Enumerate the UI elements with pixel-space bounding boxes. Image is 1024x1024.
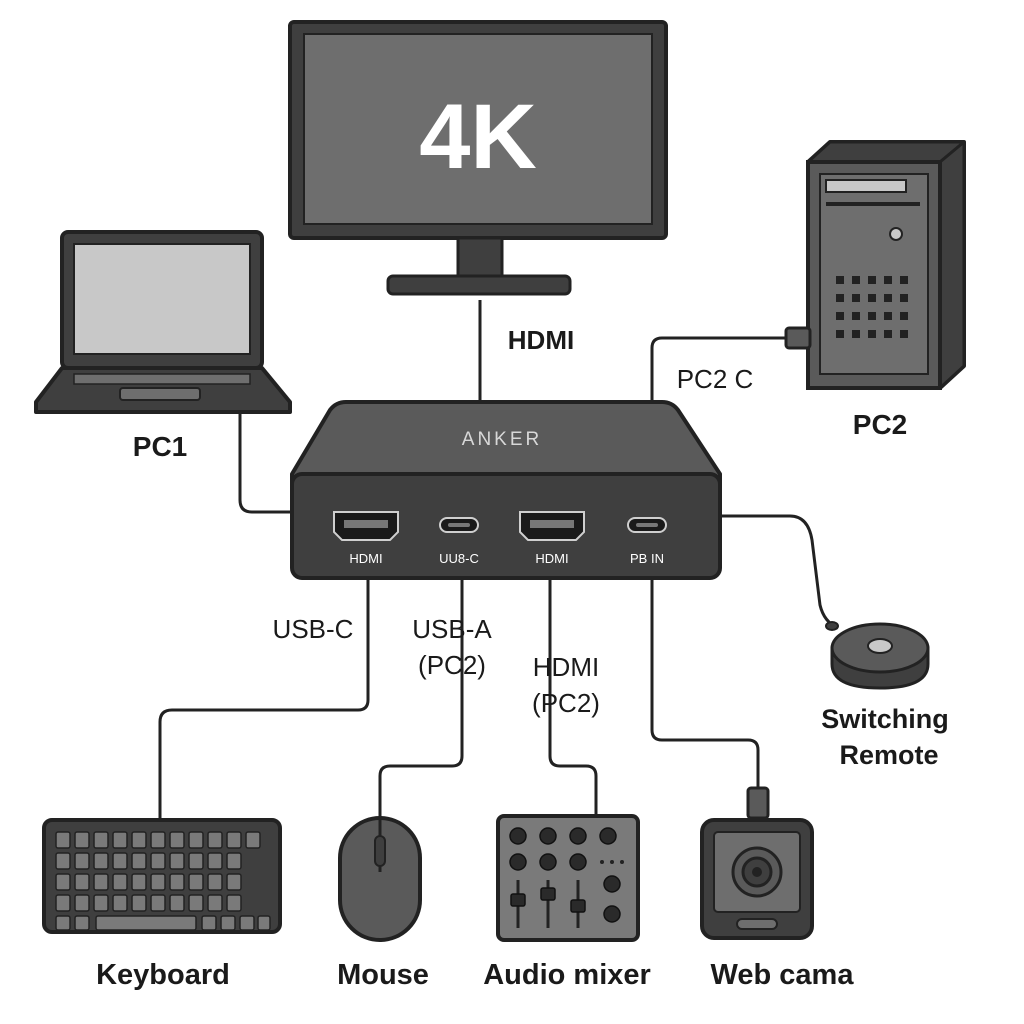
keyboard-key bbox=[239, 915, 255, 931]
audio-mixer bbox=[496, 814, 640, 942]
port-label-usbc: UU8-C bbox=[439, 551, 479, 566]
keyboard-key bbox=[207, 852, 223, 870]
hub-brand-logo: ANKER bbox=[462, 429, 542, 450]
keyboard-key bbox=[55, 831, 71, 849]
keyboard-key bbox=[226, 852, 242, 870]
keyboard-key bbox=[55, 894, 71, 912]
keyboard-key bbox=[207, 894, 223, 912]
laptop-pc1 bbox=[34, 230, 292, 414]
mouse bbox=[338, 816, 422, 942]
keyboard-keys bbox=[55, 831, 271, 931]
keyboard-key bbox=[226, 831, 242, 849]
keyboard-key bbox=[74, 831, 90, 849]
cable-label-usba: USB-A bbox=[412, 614, 492, 644]
keyboard-key bbox=[226, 873, 242, 891]
keyboard-key bbox=[55, 873, 71, 891]
keyboard-key bbox=[74, 852, 90, 870]
cable-mouse bbox=[378, 577, 464, 818]
keyboard-key bbox=[95, 915, 197, 931]
cable-pc2 bbox=[650, 336, 790, 402]
keyboard-key bbox=[201, 915, 217, 931]
keyboard-key bbox=[55, 852, 71, 870]
keyboard-key bbox=[131, 852, 147, 870]
cables bbox=[158, 300, 839, 820]
cable-label-hdmi-mixer-pc2: (PC2) bbox=[532, 688, 600, 718]
keyboard-key bbox=[74, 894, 90, 912]
keyboard-key bbox=[93, 852, 109, 870]
cable-label-usbc: USB-C bbox=[273, 614, 354, 644]
device-label-mixer: Audio mixer bbox=[483, 959, 651, 991]
keyboard-key bbox=[207, 831, 223, 849]
keyboard-key bbox=[169, 831, 185, 849]
port-label-hdmi-1: HDMI bbox=[349, 551, 382, 566]
cable-keyboard bbox=[158, 577, 370, 820]
keyboard-key bbox=[93, 831, 109, 849]
monitor-screen-text: 4K bbox=[419, 86, 537, 188]
device-label-remote-2: Remote bbox=[839, 740, 938, 770]
keyboard-key bbox=[131, 894, 147, 912]
keyboard-key bbox=[131, 873, 147, 891]
keyboard-key bbox=[169, 894, 185, 912]
device-label-pc1: PC1 bbox=[133, 431, 187, 462]
keyboard-key bbox=[131, 831, 147, 849]
keyboard bbox=[42, 818, 282, 934]
keyboard-key bbox=[188, 852, 204, 870]
keyboard-key bbox=[188, 894, 204, 912]
keyboard-key bbox=[74, 915, 90, 931]
cable-webcam bbox=[650, 577, 760, 790]
anker-hub: ANKER HDMI UU8-C HDMI PB IN bbox=[290, 400, 722, 580]
cable-pc1 bbox=[238, 412, 292, 514]
port-hdmi-1 bbox=[333, 511, 399, 541]
keyboard-key bbox=[150, 894, 166, 912]
keyboard-key bbox=[93, 894, 109, 912]
keyboard-key bbox=[150, 873, 166, 891]
port-hdmi-2 bbox=[519, 511, 585, 541]
device-label-keyboard: Keyboard bbox=[96, 959, 230, 991]
cable-mixer bbox=[548, 577, 598, 816]
port-pb-in bbox=[627, 517, 667, 533]
cable-label-usba-pc2: (PC2) bbox=[418, 650, 486, 680]
keyboard-key bbox=[55, 915, 71, 931]
cable-label-pc2: PC2 C bbox=[677, 364, 754, 394]
cable-remote bbox=[720, 514, 839, 630]
port-label-pb-in: PB IN bbox=[630, 551, 664, 566]
port-label-hdmi-2: HDMI bbox=[535, 551, 568, 566]
webcam bbox=[700, 786, 814, 940]
cable-label-hdmi-mixer: HDMI bbox=[533, 652, 599, 682]
monitor: 4K bbox=[288, 20, 668, 296]
tower-pc2 bbox=[784, 140, 966, 390]
keyboard-key bbox=[112, 831, 128, 849]
device-label-mouse: Mouse bbox=[337, 959, 429, 991]
keyboard-key bbox=[245, 831, 261, 849]
keyboard-key bbox=[257, 915, 271, 931]
keyboard-key bbox=[93, 873, 109, 891]
labels: HDMI PC2 C PC1 PC2 USB-C USB-A (PC2) HDM… bbox=[96, 325, 949, 991]
keyboard-key bbox=[207, 873, 223, 891]
keyboard-key bbox=[112, 894, 128, 912]
keyboard-key bbox=[188, 873, 204, 891]
keyboard-key bbox=[74, 873, 90, 891]
keyboard-key bbox=[112, 852, 128, 870]
keyboard-key bbox=[169, 852, 185, 870]
keyboard-key bbox=[150, 852, 166, 870]
port-usbc bbox=[439, 517, 479, 533]
keyboard-key bbox=[220, 915, 236, 931]
cable-label-hdmi-monitor: HDMI bbox=[508, 325, 574, 355]
keyboard-key bbox=[112, 873, 128, 891]
keyboard-key bbox=[226, 894, 242, 912]
keyboard-key bbox=[150, 831, 166, 849]
device-label-pc2: PC2 bbox=[853, 409, 907, 440]
keyboard-key bbox=[169, 873, 185, 891]
keyboard-key bbox=[188, 831, 204, 849]
device-label-webcam: Web cama bbox=[711, 959, 855, 991]
device-label-remote-1: Switching bbox=[821, 704, 949, 734]
switching-remote bbox=[825, 621, 930, 690]
